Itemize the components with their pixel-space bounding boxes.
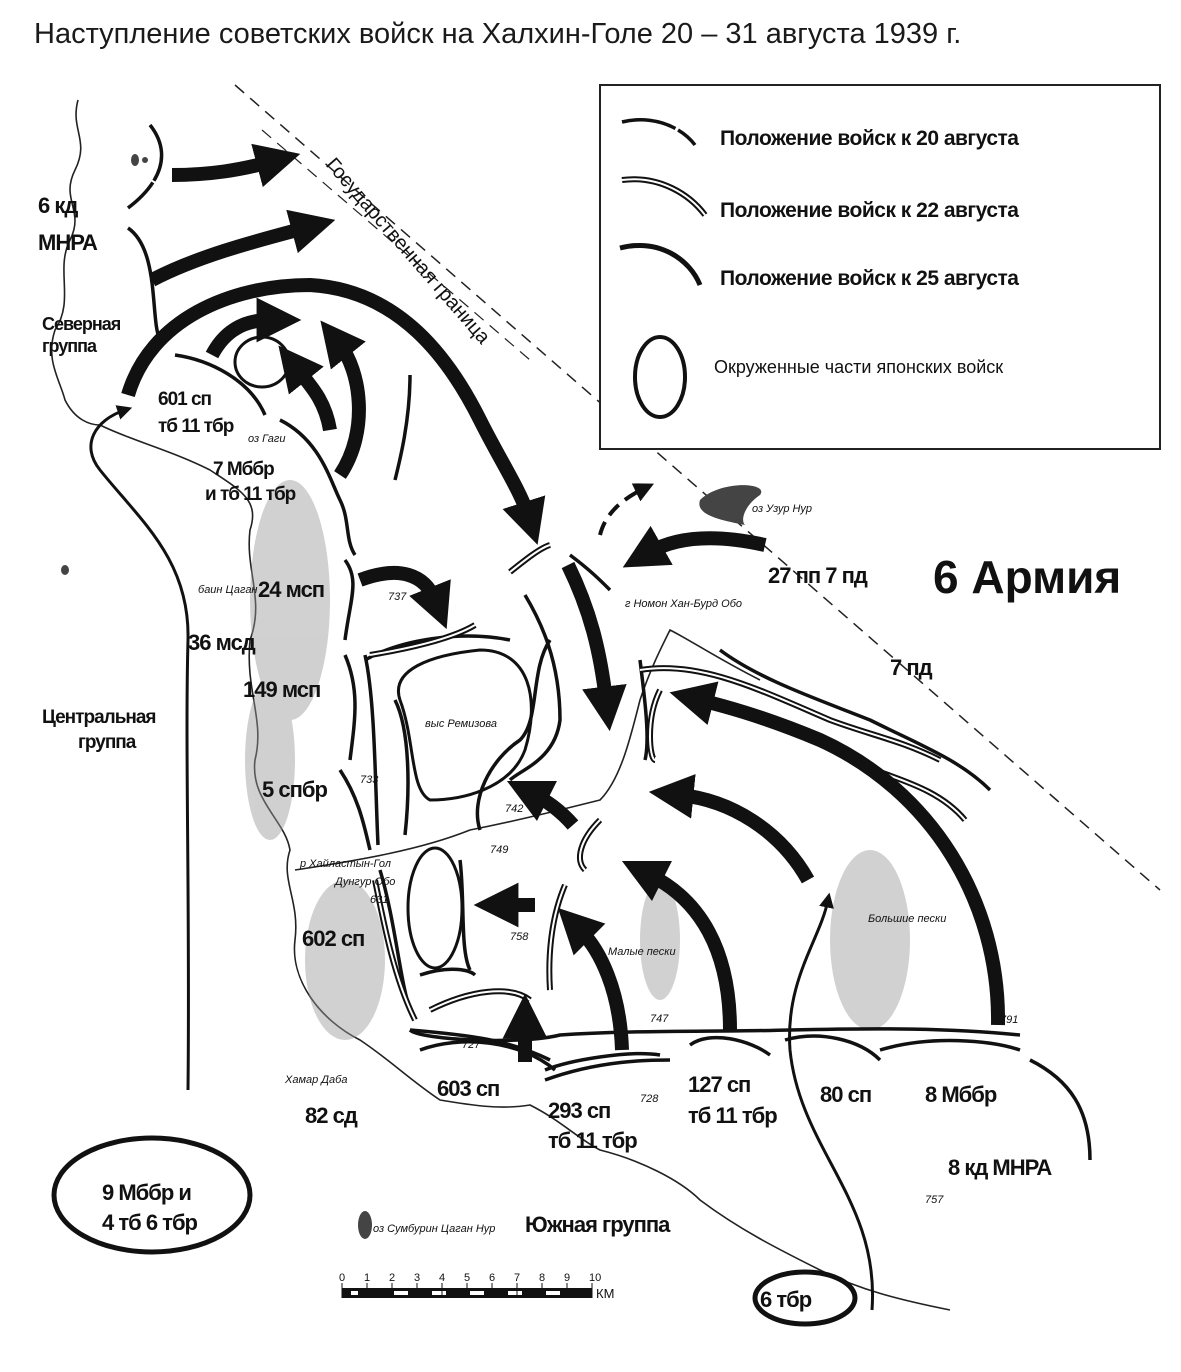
tbr6-oval <box>752 1269 858 1327</box>
legend-item-20aug: Положение войск к 20 августа <box>720 127 1019 150</box>
label-603sp: 603 сп <box>437 1076 499 1101</box>
label-80sp: 80 сп <box>820 1082 871 1107</box>
label-tb11-c: тб 11 тбр <box>548 1128 637 1153</box>
encircled-south <box>406 846 464 970</box>
label-8kd-mnra: 8 кд МНРА <box>948 1155 1052 1180</box>
scale-tick-label: 7 <box>514 1272 520 1284</box>
scale-tick-label: 5 <box>464 1272 470 1284</box>
place-khailastyn: р Хайластын-Гол <box>299 858 391 870</box>
place-labels: оз Гаги оз Узур Нур г Номон Хан-Бурд Обо… <box>198 433 946 1235</box>
label-293sp: 293 сп <box>548 1098 610 1123</box>
place-sumbur-lake: оз Сумбурин Цаган Нур <box>373 1223 495 1235</box>
height-791: 791 <box>1000 1014 1018 1026</box>
reserve-oval <box>51 1135 253 1255</box>
attack-arrows <box>121 143 1006 1062</box>
place-uzur-nur: оз Узур Нур <box>752 503 812 515</box>
scale-bar: 0 1 2 3 4 5 6 7 8 9 10 КМ <box>339 1272 614 1301</box>
label-6-army: 6 Армия <box>933 551 1121 603</box>
label-149msp: 149 мсп <box>243 677 320 702</box>
scale-tick-label: 2 <box>389 1272 395 1284</box>
label-82sd: 82 сд <box>305 1103 358 1128</box>
tbr6-route <box>788 892 875 1311</box>
label-central-group: Центральная <box>42 707 156 728</box>
place-bolshie-peski: Большие пески <box>868 913 946 925</box>
map-title: Наступление советских войск на Халхин-Го… <box>34 18 962 50</box>
label-601sp: 601 сп <box>158 389 212 410</box>
height-marks: 737 733 749 758 747 727 728 757 791 742 … <box>360 591 1018 1206</box>
place-malye-peski: Малые пески <box>608 946 676 958</box>
height-749: 749 <box>490 844 508 856</box>
scale-tick-label: 6 <box>489 1272 495 1284</box>
scale-tick-label: 4 <box>439 1272 445 1284</box>
label-8mbbr: 8 Мббр <box>925 1082 997 1107</box>
label-4tb-6tbr: 4 тб 6 тбр <box>102 1210 198 1235</box>
label-central-group-2: группа <box>78 732 137 753</box>
scale-tick-label: 0 <box>339 1272 345 1284</box>
label-127sp: 127 сп <box>688 1072 750 1097</box>
label-north-group: Северная <box>42 314 121 334</box>
scale-tick-label: 8 <box>539 1272 545 1284</box>
label-tb11-a: тб 11 тбр <box>158 416 234 437</box>
label-7mbbr: 7 Мббр <box>213 459 274 480</box>
legend-item-22aug: Положение войск к 22 августа <box>720 199 1019 222</box>
place-khamar-daba: Хамар Даба <box>284 1074 347 1086</box>
height-728: 728 <box>640 1093 659 1105</box>
label-27pp: 27 пп 7 пд <box>768 563 868 588</box>
label-602sp: 602 сп <box>302 926 364 951</box>
encircled-remizov <box>397 648 533 802</box>
label-7pd: 7 пд <box>890 655 933 680</box>
height-727: 727 <box>462 1039 481 1051</box>
encircled-north <box>233 335 291 389</box>
label-36msd: 36 мсд <box>188 630 256 655</box>
scale-tick-label: 9 <box>564 1272 570 1284</box>
place-nomon-khan: г Номон Хан-Бурд Обо <box>625 598 742 610</box>
unit-labels: 6 кд МНРА Северная группа 601 сп тб 11 т… <box>38 193 1121 1312</box>
label-north-group-2: группа <box>42 336 98 356</box>
state-border-line <box>234 84 1161 891</box>
height-733: 733 <box>360 774 379 786</box>
label-south-group: Южная группа <box>525 1212 671 1237</box>
label-5spbr: 5 спбр <box>262 777 327 802</box>
legend-item-25aug: Положение войск к 25 августа <box>720 267 1019 290</box>
legend-item-encircled: Окруженные части японских войск <box>714 357 1003 377</box>
label-tb11-b: и тб 11 тбр <box>205 484 296 505</box>
height-742: 742 <box>505 803 523 815</box>
lakes <box>61 154 762 1239</box>
height-737: 737 <box>388 591 407 603</box>
scale-tick-label: 1 <box>364 1272 370 1284</box>
label-6kd: 6 кд <box>38 193 78 218</box>
label-24msp: 24 мсп <box>258 577 324 602</box>
height-757: 757 <box>925 1194 944 1206</box>
height-747: 747 <box>650 1013 669 1025</box>
label-tb11-d: тб 11 тбр <box>688 1103 777 1128</box>
scale-tick-label: 3 <box>414 1272 420 1284</box>
height-758: 758 <box>510 931 529 943</box>
place-remizov: выс Ремизова <box>425 718 497 730</box>
label-mnra: МНРА <box>38 230 98 255</box>
label-9mbbr: 9 Мббр и <box>102 1180 191 1205</box>
legend: Положение войск к 20 августа Положение в… <box>599 84 1161 450</box>
label-6tbr: 6 тбр <box>760 1287 812 1312</box>
scale-unit: КМ <box>596 1286 614 1301</box>
place-dungur: Дунгур Обо <box>333 876 395 888</box>
terrain-sand <box>245 480 910 1040</box>
central-group-route <box>89 405 190 1091</box>
rivers <box>50 99 951 1311</box>
retreat-arrow <box>598 483 655 536</box>
place-gagi: оз Гаги <box>248 433 285 445</box>
height-631: 631 <box>370 894 388 906</box>
front-lines <box>126 123 1092 1161</box>
place-bain-tsagan: баин Цаган <box>198 584 258 596</box>
scale-tick-label: 10 <box>589 1272 601 1284</box>
